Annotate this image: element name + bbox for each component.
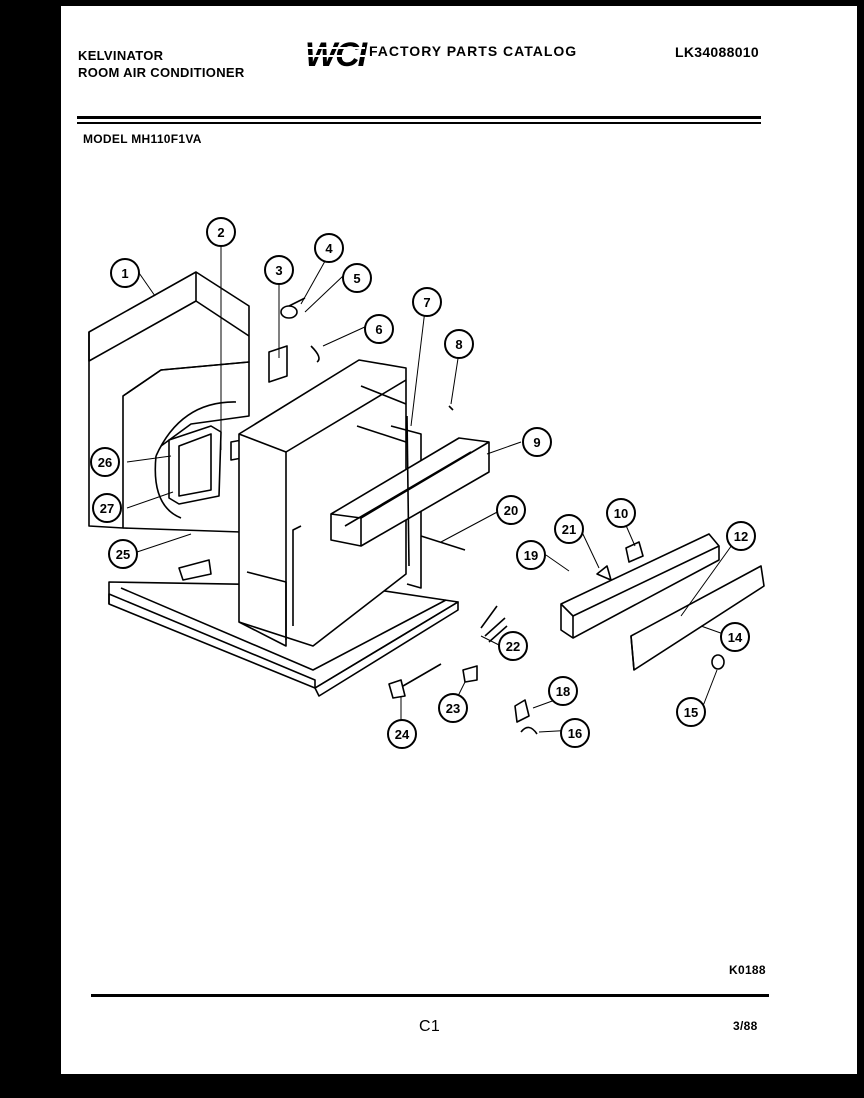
callout-6: [364, 314, 394, 344]
callout-label: 3: [275, 263, 282, 278]
callout-label: 4: [325, 241, 333, 256]
exploded-parts-diagram: 1 2 3 4 5 6 7 8 9 10 12 14 15 16 18 19 2…: [88, 217, 765, 749]
callout-3: [264, 255, 294, 285]
catalog-title: FACTORY PARTS CATALOG: [369, 43, 578, 59]
callout-16: [560, 718, 590, 748]
document-number: LK34088010: [675, 44, 759, 60]
callout-label: 18: [556, 684, 570, 699]
callout-24: [387, 719, 417, 749]
callout-12: [726, 521, 756, 551]
callout-label: 7: [423, 295, 430, 310]
callout-5: [342, 263, 372, 293]
brand-name: KELVINATOR: [78, 48, 164, 63]
callout-label: 9: [533, 435, 540, 450]
callout-label: 21: [562, 522, 576, 537]
callout-8: [444, 329, 474, 359]
callout-14: [720, 622, 750, 652]
callout-label: 1: [121, 266, 128, 281]
footer-rule: [91, 994, 769, 997]
callout-label: 12: [734, 529, 748, 544]
callout-22: [498, 631, 528, 661]
callout-label: 15: [684, 705, 698, 720]
callout-1: [110, 258, 140, 288]
callout-label: 27: [100, 501, 114, 516]
callout-label: 22: [506, 639, 520, 654]
callout-label: 23: [446, 701, 460, 716]
parts-sheet: KELVINATOR ROOM AIR CONDITIONER WCI FACT…: [61, 6, 857, 1074]
callout-label: 8: [455, 337, 462, 352]
callout-10: [606, 498, 636, 528]
page-code: C1: [419, 1018, 441, 1035]
callout-20: [496, 495, 526, 525]
callout-label: 10: [614, 506, 628, 521]
callout-4: [314, 233, 344, 263]
reference-code: K0188: [729, 963, 766, 977]
header-rule: [77, 116, 761, 119]
callout-label: 16: [568, 726, 582, 741]
svg-text:WCI: WCI: [305, 36, 369, 72]
product-type: ROOM AIR CONDITIONER: [78, 65, 245, 80]
callout-18: [548, 676, 578, 706]
callout-label: 26: [98, 455, 112, 470]
callout-label: 24: [395, 727, 410, 742]
callout-9: [522, 427, 552, 457]
callout-label: 14: [728, 630, 743, 645]
header-rule-thin: [77, 122, 761, 124]
callout-2: [206, 217, 236, 247]
model-number: MODEL MH110F1VA: [83, 132, 202, 146]
callout-label: 5: [353, 271, 360, 286]
callout-27: [92, 493, 122, 523]
callout-label: 25: [116, 547, 130, 562]
callout-7: [412, 287, 442, 317]
callout-25: [108, 539, 138, 569]
callout-label: 19: [524, 548, 538, 563]
callout-23: [438, 693, 468, 723]
callout-19: [516, 540, 546, 570]
callout-label: 2: [217, 225, 224, 240]
wci-logo: WCI: [305, 36, 369, 72]
callout-15: [676, 697, 706, 727]
callout-label: 20: [504, 503, 518, 518]
callout-26: [90, 447, 120, 477]
callout-21: [554, 514, 584, 544]
callout-label: 6: [375, 322, 382, 337]
revision-date: 3/88: [733, 1019, 758, 1033]
